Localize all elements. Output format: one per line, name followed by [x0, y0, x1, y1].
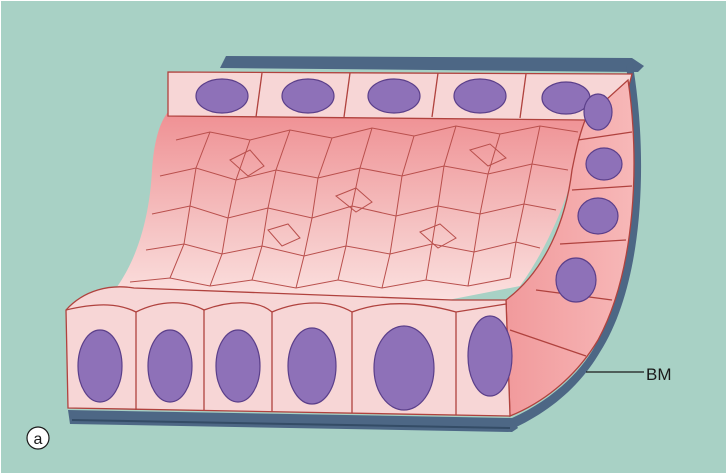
nucleus: [578, 198, 618, 234]
nucleus: [368, 79, 420, 113]
nucleus: [586, 148, 622, 180]
nucleus: [216, 330, 260, 402]
nucleus: [282, 79, 334, 113]
bm-label: BM: [646, 365, 672, 384]
front-cell-row: [66, 287, 512, 416]
top-cell-row: [168, 72, 632, 120]
panel-label: a: [34, 431, 43, 448]
nucleus: [148, 330, 192, 402]
lumen-surface: [110, 112, 590, 300]
nucleus: [454, 79, 506, 113]
nucleus: [78, 330, 122, 402]
nucleus: [288, 328, 336, 404]
nucleus: [374, 326, 434, 410]
nucleus: [584, 94, 612, 130]
nucleus: [556, 258, 596, 302]
nucleus: [542, 82, 590, 114]
nucleus: [196, 79, 248, 113]
nucleus: [468, 316, 512, 396]
